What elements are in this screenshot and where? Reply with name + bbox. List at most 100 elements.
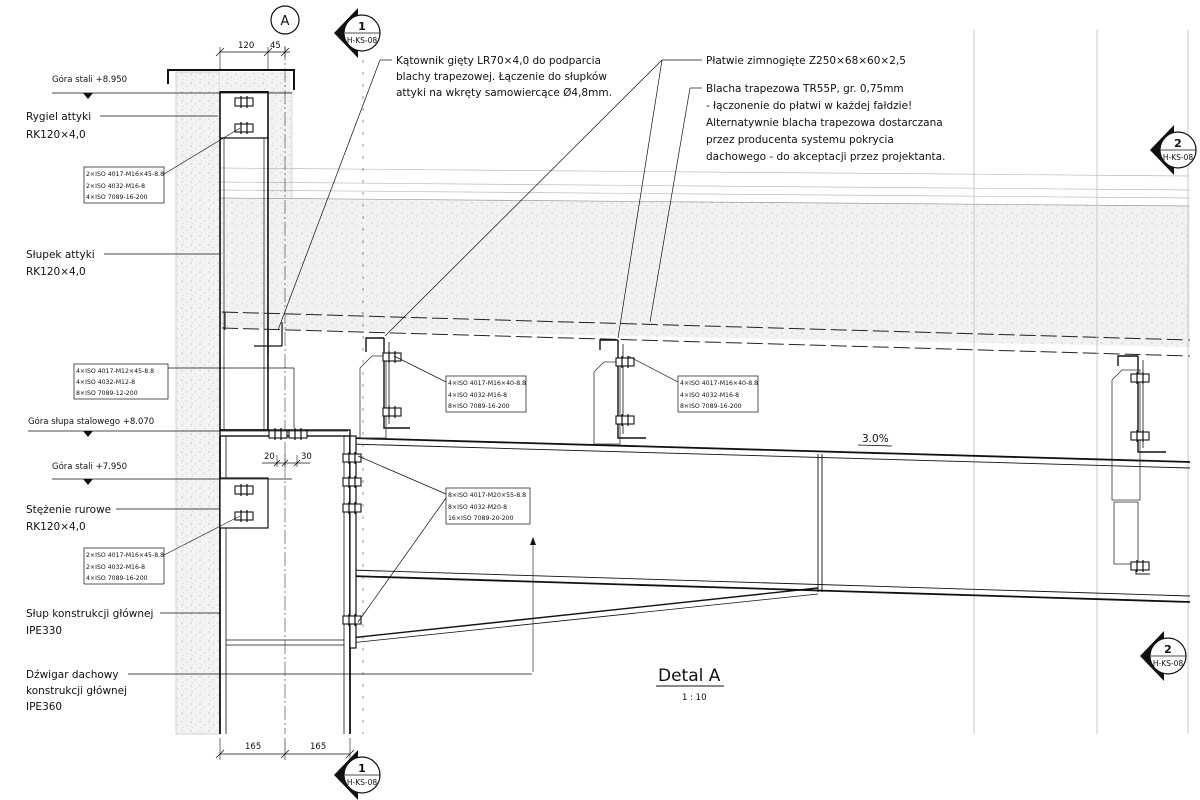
angle-bracket [254,322,283,356]
member-profile: RK120×4,0 [26,129,86,141]
member-name: Stężenie rurowe [26,504,111,516]
member-name: Dźwigar dachowy [26,669,119,681]
bolt-spec: 4×ISO 4032-M16-8 [680,392,739,399]
bolt-note-rygiel: 2×ISO 4017-M16×45-8.8 2×ISO 4032-M16-8 4… [83,127,241,204]
member-name: konstrukcji głównej [26,685,127,697]
callout-text: Blacha trapezowa TR55P, gr. 0,75mm [706,83,904,95]
section-number: 2 [1174,137,1182,150]
bolt [382,351,402,363]
member-profile: RK120×4,0 [26,266,86,278]
bolt [615,414,635,426]
bolt-note-beam-column: 8×ISO 4017-M20×55-8.8 8×ISO 4032-M20-8 1… [357,455,531,623]
bolt [288,428,308,440]
section-number: 2 [1164,643,1172,656]
detail-title: Detal A [658,666,721,686]
bolt-group [234,96,1150,626]
bolt [615,356,635,368]
bolt [342,614,362,626]
roof-buildup [219,167,1191,357]
level-marker-top-steel-2: Góra stali +7.950 [52,461,292,485]
level-marker-top-column: Góra słupa stalowego +8.070 [28,416,348,437]
section-number: 1 [358,762,366,775]
bolt [234,122,254,134]
bolt-spec: 4×ISO 4017-M12×45-8.8 [76,368,154,375]
level-label: Góra stali +7.950 [52,461,127,472]
dimension-value: 165 [310,742,326,752]
dimension-value: 165 [245,742,261,752]
member-name: Słupek attyki [26,249,95,261]
level-marker-top-steel: Góra stali +8.950 [52,74,292,99]
callout-text: - łączonenie do płatwi w każdej fałdzie! [706,100,912,112]
dimension-value: 30 [301,452,312,462]
label-slup: Słup konstrukcji głównej IPE330 [26,608,220,637]
section-ref: H-KS-08 [1163,153,1194,162]
bolt [342,476,362,488]
bolt-note-purlin-1: 4×ISO 4017-M16×40-8.8 4×ISO 4032-M16-8 8… [393,355,527,413]
slope-annotation: 3.0% [857,433,893,447]
section-ref: H-KS-08 [1153,659,1184,668]
bolt [382,406,402,418]
bolt-spec: 2×ISO 4017-M16×45-8.8 [86,552,164,559]
bolt [1130,560,1150,572]
bolt-spec: 16×ISO 7089-20-200 [448,515,514,522]
purlin-2 [593,339,646,445]
bolt [234,96,254,108]
dimension-value: 45 [270,41,281,51]
label-rygiel: Rygiel attyki RK120×4,0 [26,111,218,141]
axis-label: A [281,14,290,29]
purlin-3 [1111,355,1166,575]
callout-platwie: Płatwie zimnogięte Z250×68×60×2,5 [384,55,906,339]
section-mark-2-top: 2 H-KS-08 [1150,125,1197,175]
callout-text: blachy trapezowej. Łączenie do słupków [396,71,607,83]
bolt-spec: 4×ISO 7089-16-200 [86,575,148,582]
label-stezenie: Stężenie rurowe RK120×4,0 [26,504,220,533]
bolt [342,502,362,514]
dimension-top: 120 45 [215,41,290,70]
bolt-spec: 4×ISO 4032-M12-8 [76,379,135,386]
detail-title-block: Detal A 1 : 10 [656,666,724,703]
callout-text: attyki na wkręty samowiercące Ø4,8mm. [396,87,612,99]
callout-text: przez producenta systemu pokrycia [706,134,894,146]
bolt-spec: 4×ISO 4017-M16×40-8.8 [680,380,758,387]
detail-scale: 1 : 10 [682,693,707,703]
bolt-spec: 4×ISO 7089-16-200 [86,194,148,201]
section-arrow-head [530,537,536,545]
bolt [234,484,254,496]
roof-girder [349,435,1191,649]
bolt-note-stezenie: 2×ISO 4017-M16×45-8.8 2×ISO 4032-M16-8 4… [83,515,241,585]
section-mark-1-top: 1 H-KS-08 [334,8,381,58]
section-number: 1 [358,20,366,33]
bolt-note-slupek: 4×ISO 4017-M12×45-8.8 4×ISO 4032-M12-8 8… [73,363,295,428]
slope-label: 3.0% [862,433,889,445]
axis-a-bubble: A [270,5,300,35]
bolt [1130,430,1150,442]
dimension-value: 20 [264,452,275,462]
bolt-spec: 2×ISO 4032-M16-8 [86,564,145,571]
member-profile: IPE360 [26,701,62,713]
section-mark-2-bottom: 2 H-KS-08 [1140,631,1187,681]
bolt [234,510,254,522]
bolt-spec: 8×ISO 7089-16-200 [680,403,742,410]
attic-flashing [167,69,295,90]
callout-text: dachowego - do akceptacji przez projekta… [706,151,945,163]
bolt [268,428,288,440]
dimension-value: 120 [238,41,254,51]
member-name: Rygiel attyki [26,111,91,123]
dimension-bottom: 165 165 [215,738,355,760]
label-dzwigar: Dźwigar dachowy konstrukcji głównej IPE3… [26,669,532,713]
bolt-spec: 2×ISO 4017-M16×45-8.8 [86,171,164,178]
bolt-spec: 8×ISO 4032-M20-8 [448,504,507,511]
callout-text: Kątownik gięty LR70×4,0 do podparcia [396,55,601,67]
callout-text: Alternatywnie blacha trapezowa dostarcza… [706,117,943,129]
callout-blacha: Blacha trapezowa TR55P, gr. 0,75mm - łąc… [649,83,945,323]
member-name: Słup konstrukcji głównej [26,608,153,620]
bolt-note-purlin-2: 4×ISO 4017-M16×40-8.8 4×ISO 4032-M16-8 8… [627,355,759,413]
bolt [1130,372,1150,384]
level-label: Góra słupa stalowego +8.070 [28,416,154,427]
level-label: Góra stali +8.950 [52,74,127,85]
callout-katownik: Kątownik gięty LR70×4,0 do podparcia bla… [277,55,612,331]
wall-insulation [175,71,293,735]
section-ref: H-KS-08 [347,36,378,45]
bolt-spec: 2×ISO 4032-M16-8 [86,183,145,190]
